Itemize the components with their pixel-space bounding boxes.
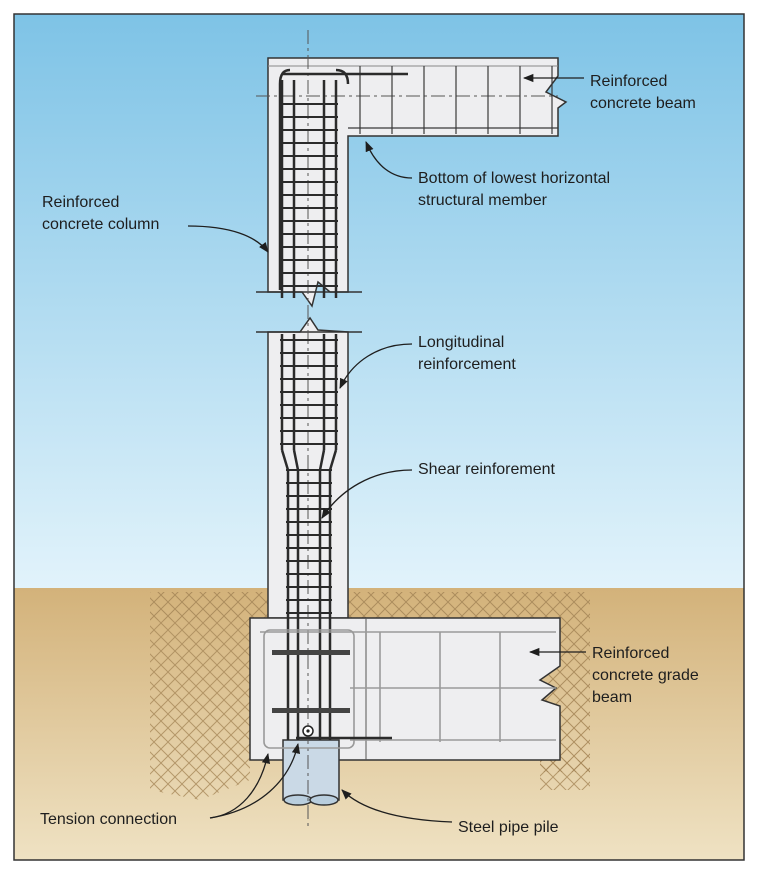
beam-hook-2 [335, 68, 350, 85]
label-tension: Tension connection [40, 811, 177, 828]
leader-tension-2 [209, 742, 301, 819]
soil-hatch-left [150, 620, 250, 800]
label-longitudinal-1: Longitudinal [418, 334, 504, 351]
steel-pipe-pile [282, 739, 340, 801]
leader-bottom-member [365, 141, 413, 179]
beam-hook [278, 68, 291, 290]
label-grade-beam-1: Reinforced [592, 645, 669, 662]
label-bottom-member-2: structural member [418, 192, 548, 209]
label-grade-beam-2: concrete grade [592, 667, 699, 684]
label-beam-2: concrete beam [590, 95, 696, 112]
label-bottom-member-1: Bottom of lowest horizontal [418, 170, 610, 187]
tension-connection-plate-2 [272, 708, 350, 713]
shear-reinforcement-ties [280, 103, 338, 614]
grade-beam-rebar [260, 629, 556, 749]
leader-pile [341, 789, 453, 823]
beam-stirrups [348, 66, 558, 134]
leader-longitudinal [339, 343, 413, 389]
tension-connection-bolt-dot [306, 729, 310, 733]
label-column-2: concrete column [42, 216, 159, 233]
tension-connection-plate [272, 650, 350, 655]
leader-shear [321, 469, 413, 519]
leader-column [187, 225, 269, 253]
column-upper [267, 57, 568, 308]
grade-beam-stirrup-loop [263, 629, 355, 749]
label-shear: Shear reinforement [418, 461, 556, 478]
label-pile: Steel pipe pile [458, 819, 559, 836]
label-longitudinal-2: reinforcement [418, 356, 516, 373]
pile-bottom-2 [309, 794, 339, 806]
diagram-border [13, 13, 745, 861]
label-column-1: Reinforced [42, 194, 119, 211]
label-grade-beam-3: beam [592, 689, 632, 706]
soil-hatch-right [540, 760, 590, 790]
label-beam-1: Reinforced [590, 73, 667, 90]
